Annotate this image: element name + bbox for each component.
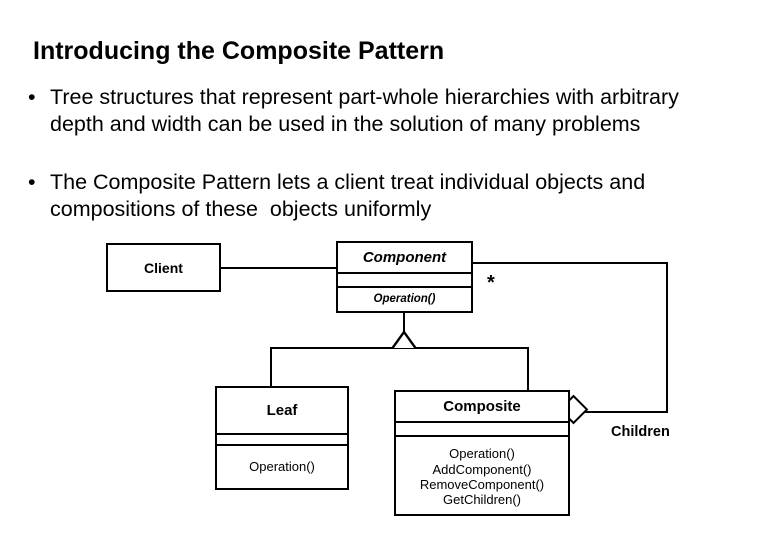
operation-composite-3: GetChildren() bbox=[442, 492, 522, 508]
aggregation-line-right bbox=[666, 262, 668, 413]
bullet-item: • The Composite Pattern lets a client tr… bbox=[28, 169, 738, 223]
bullet-item: • Tree structures that represent part-wh… bbox=[28, 84, 738, 138]
bullet-marker-icon: • bbox=[28, 85, 36, 109]
operation-leaf-0: Operation() bbox=[249, 459, 315, 475]
bullet-marker-icon: • bbox=[28, 170, 36, 194]
multiplicity-label: * bbox=[487, 272, 495, 294]
class-name-component: Component bbox=[362, 249, 447, 266]
class-name-client: Client bbox=[144, 259, 183, 276]
generalization-drop-leaf bbox=[270, 347, 272, 387]
uml-class-client[interactable]: Client bbox=[106, 243, 221, 292]
operations-compartment-leaf: Operation() bbox=[217, 444, 347, 488]
generalization-drop-composite bbox=[527, 347, 529, 391]
generalization-bar bbox=[270, 347, 529, 349]
attributes-compartment-component bbox=[338, 272, 471, 286]
class-name-leaf: Leaf bbox=[266, 402, 298, 419]
generalization-triangle-fill-icon bbox=[394, 334, 414, 348]
uml-class-leaf[interactable]: Leaf Operation() bbox=[215, 386, 349, 490]
operation-composite-1: AddComponent() bbox=[432, 461, 532, 477]
class-name-composite: Composite bbox=[443, 398, 521, 415]
bullet-text: Tree structures that represent part-whol… bbox=[50, 85, 685, 136]
operation-composite-2: RemoveComponent() bbox=[419, 477, 545, 492]
aggregation-line-bottom bbox=[580, 411, 668, 413]
attributes-compartment-composite bbox=[396, 421, 568, 435]
uml-class-composite[interactable]: Composite Operation() AddComponent() Rem… bbox=[394, 390, 570, 516]
operations-compartment-component: Operation() bbox=[338, 286, 471, 311]
association-line-client-component bbox=[220, 267, 337, 269]
generalization-stem bbox=[403, 313, 405, 331]
operation-composite-0: Operation() bbox=[449, 446, 515, 462]
operations-compartment-composite: Operation() AddComponent() RemoveCompone… bbox=[396, 435, 568, 514]
role-label-children: Children bbox=[611, 424, 670, 440]
attributes-compartment-leaf bbox=[217, 433, 347, 444]
bullet-text: The Composite Pattern lets a client trea… bbox=[50, 170, 652, 221]
aggregation-line-top bbox=[472, 262, 668, 264]
operation-component-0: Operation() bbox=[373, 292, 436, 305]
uml-class-component[interactable]: Component Operation() bbox=[336, 241, 473, 313]
page-title: Introducing the Composite Pattern bbox=[33, 37, 445, 65]
